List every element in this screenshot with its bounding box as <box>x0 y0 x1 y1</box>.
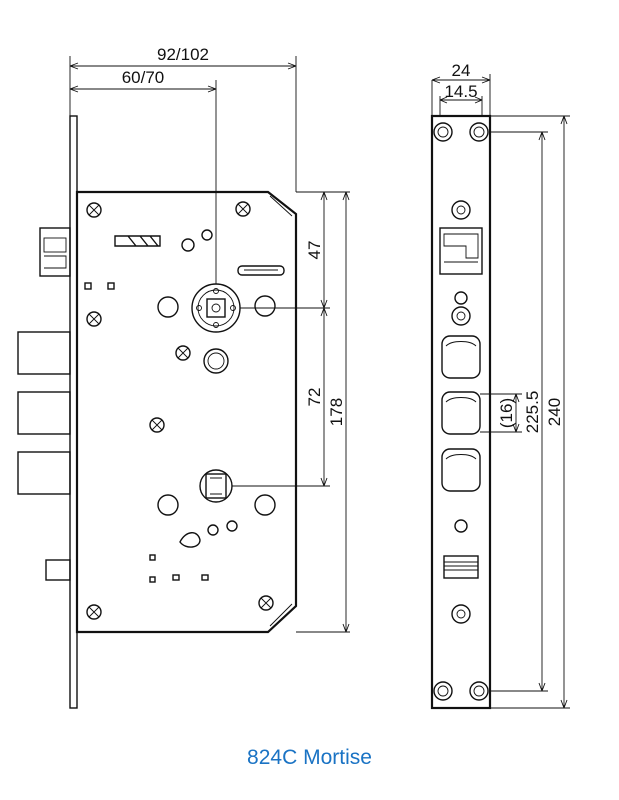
dim-body-height: 178 <box>327 398 346 426</box>
front-view <box>430 74 570 710</box>
dim-spindle-offset: 47 <box>305 241 324 260</box>
dim-faceplate-width: 24 <box>452 61 471 80</box>
dim-screw-distance: 225.5 <box>523 391 542 434</box>
side-view <box>17 56 350 709</box>
dim-faceplate-inner: 14.5 <box>444 82 477 101</box>
faceplate-front <box>430 114 492 710</box>
trigger-bolt <box>45 559 71 581</box>
deadbolt-3 <box>17 451 71 495</box>
cylinder-cam <box>199 469 233 503</box>
dim-faceplate-length: 240 <box>545 398 564 426</box>
screw-icon <box>86 201 274 620</box>
drawing-caption: 824C Mortise <box>247 746 372 769</box>
latch-bolt <box>39 227 71 277</box>
lock-body <box>75 190 298 634</box>
deadbolt-2 <box>17 391 71 435</box>
spindle-hub <box>191 283 241 333</box>
deadbolt-1 <box>17 331 71 375</box>
dim-center-distance: 72 <box>305 388 324 407</box>
dim-backset: 60/70 <box>122 68 165 87</box>
dim-strike-gap: (16) <box>497 398 516 428</box>
dim-overall-width: 92/102 <box>157 45 209 64</box>
